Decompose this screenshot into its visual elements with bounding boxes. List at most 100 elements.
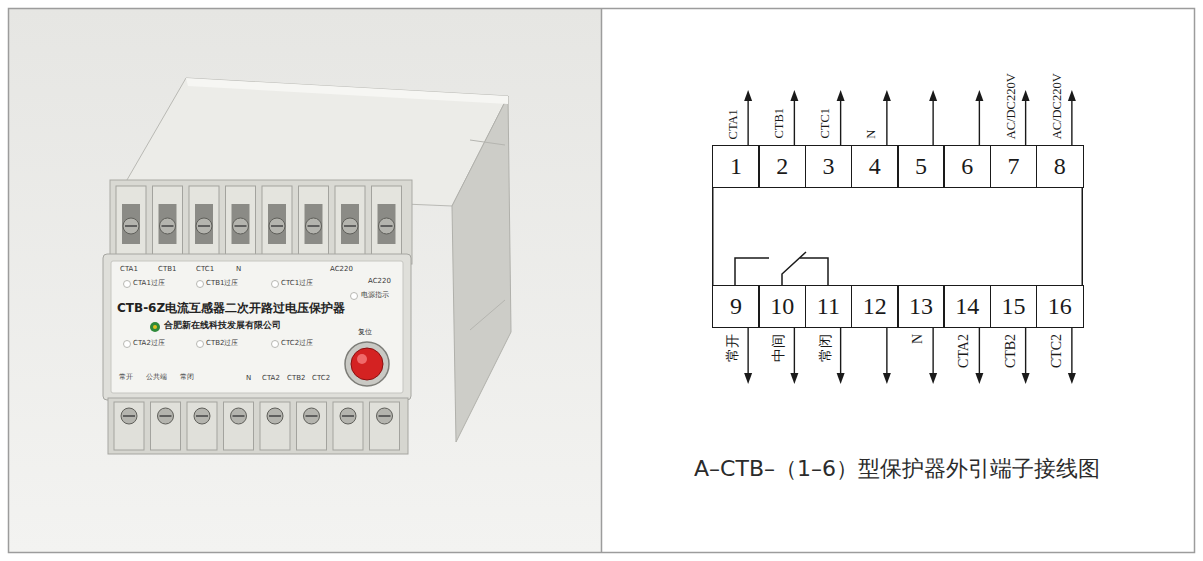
signal-name: AC/DC220V	[1051, 73, 1064, 139]
screw-head	[123, 218, 139, 234]
arrow-head	[929, 373, 937, 384]
terminal-post	[114, 402, 144, 450]
terminal-cell: 16	[1036, 285, 1084, 328]
screw-slot	[196, 415, 208, 417]
panel-label: 常开	[119, 373, 133, 381]
screw-head	[233, 218, 249, 234]
panel-label: 公共端	[146, 373, 167, 381]
terminal-cell: 8	[1036, 145, 1084, 188]
terminal-post	[333, 402, 363, 450]
terminal-number: 2	[776, 153, 788, 180]
terminal-number: 1	[730, 153, 742, 180]
terminal-slot	[159, 204, 177, 244]
terminal-number: 8	[1054, 153, 1066, 180]
screw-head	[342, 218, 358, 234]
terminal-cell: 6	[943, 145, 991, 188]
caption: A–CTB–（1–6）型保护器外引端子接线图	[694, 456, 1100, 481]
terminal-post	[260, 402, 290, 450]
wire-lead	[1025, 328, 1026, 376]
wire-lead	[1025, 98, 1026, 145]
terminal-number: 3	[822, 153, 834, 180]
maker-name: 合肥新在线科技发展有限公司	[164, 321, 281, 331]
arrow-head	[1022, 90, 1030, 101]
wire-lead	[794, 98, 795, 145]
screw-slot	[344, 225, 356, 227]
arrow-head	[975, 90, 983, 101]
panel-label: 复位	[358, 328, 372, 336]
signal-name: CTB2	[1004, 334, 1018, 368]
signal-name: CTC1	[819, 108, 832, 139]
wire-lead	[886, 328, 887, 376]
terminal-cell: 11	[805, 285, 853, 328]
screw-head	[379, 218, 395, 234]
wire-lead	[794, 328, 795, 376]
panel-label: CTA2	[262, 374, 280, 382]
terminal-slot	[305, 204, 323, 244]
screw-head	[267, 408, 283, 424]
panel-label: CTB1	[158, 265, 176, 273]
wire-lead	[932, 328, 933, 376]
screw-head	[304, 408, 320, 424]
wire-lead	[747, 98, 748, 145]
terminal-post	[299, 186, 329, 258]
panel-label: N	[236, 265, 241, 273]
terminal-cell: 7	[990, 145, 1038, 188]
wire-lead	[1071, 98, 1072, 145]
terminal-number: 12	[863, 293, 887, 320]
terminal-slot	[232, 204, 250, 244]
screw-slot	[381, 225, 393, 227]
arrow-head	[744, 373, 752, 384]
signal-name: CTB1	[773, 108, 786, 139]
screw-slot	[235, 225, 247, 227]
terminal-cell: 4	[851, 145, 899, 188]
terminal-cell: 10	[758, 285, 806, 328]
terminal-number: 10	[770, 293, 794, 320]
screw-head	[269, 218, 285, 234]
terminal-post	[262, 186, 292, 258]
wire-lead	[979, 328, 980, 376]
panel-label: CTC2过压	[281, 339, 313, 347]
signal-name: N	[911, 334, 925, 344]
arrow-head	[1068, 90, 1076, 101]
terminal-slot	[122, 204, 140, 244]
terminal-cell: 13	[897, 285, 945, 328]
panel-label: CTC2	[312, 374, 330, 382]
screw-slot	[198, 225, 210, 227]
screw-head	[377, 408, 393, 424]
screw-slot	[125, 225, 137, 227]
terminal-number: 4	[869, 153, 881, 180]
screw-slot	[162, 225, 174, 227]
terminal-slot	[195, 204, 213, 244]
screw-head	[158, 408, 174, 424]
terminal-slot	[268, 204, 286, 244]
terminal-post	[153, 186, 183, 258]
signal-name: CTC2	[1050, 334, 1064, 368]
panel-label: 电源指示	[361, 291, 389, 299]
terminal-number: 15	[1001, 293, 1025, 320]
terminal-cell: 1	[712, 145, 760, 188]
panel-label: N	[246, 374, 251, 382]
panel-label: CTC1	[196, 265, 214, 273]
panel-label: AC220	[368, 277, 391, 285]
terminal-number: 9	[730, 293, 742, 320]
screw-head	[121, 408, 137, 424]
panel-label: CTA2过压	[133, 339, 165, 347]
terminal-post	[297, 402, 327, 450]
terminal-slot	[378, 204, 396, 244]
terminal-number: 7	[1007, 153, 1019, 180]
terminal-number: 6	[961, 153, 973, 180]
wire-lead	[1071, 328, 1072, 376]
wire-lead	[932, 98, 933, 145]
panel-label: CTC1过压	[281, 279, 313, 287]
terminal-post	[151, 402, 181, 450]
wire-lead	[979, 98, 980, 145]
panel-label: CTB2过压	[206, 339, 238, 347]
terminal-post	[372, 186, 402, 258]
terminal-cell: 2	[758, 145, 806, 188]
terminal-cell: 3	[805, 145, 853, 188]
signal-name: CTA1	[727, 109, 740, 139]
terminal-number: 14	[955, 293, 979, 320]
terminal-post	[116, 186, 146, 258]
panel-label: CTA1	[120, 265, 138, 273]
terminal-post	[187, 402, 217, 450]
